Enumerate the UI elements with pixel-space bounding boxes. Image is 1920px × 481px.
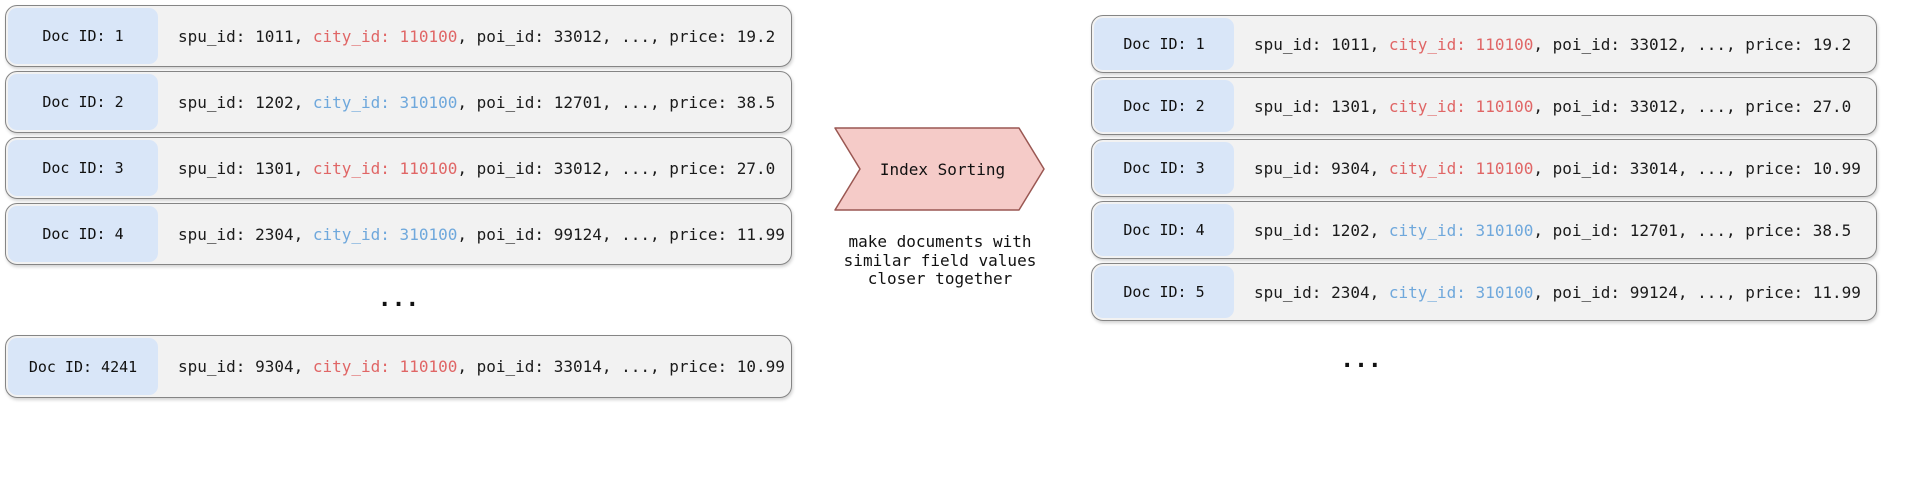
doc-fields-text: spu_id: 1301, city_id: 110100, poi_id: 3… xyxy=(178,159,775,178)
right-ellipsis: ... xyxy=(1340,347,1382,373)
doc-fields-text: spu_id: 1301, city_id: 110100, poi_id: 3… xyxy=(1254,97,1851,116)
doc-fields-text: spu_id: 2304, city_id: 310100, poi_id: 9… xyxy=(178,225,785,244)
index-sorting-arrow: Index Sorting xyxy=(834,127,1045,211)
doc-fields-text: spu_id: 2304, city_id: 310100, poi_id: 9… xyxy=(1254,283,1861,302)
doc-fields-post: , poi_id: 33012, ..., price: 19.2 xyxy=(1533,34,1852,54)
arrow-shape-icon xyxy=(834,127,1045,211)
doc-city-id-value: city_id: 310100 xyxy=(1388,220,1534,240)
doc-fields-pre: spu_id: 1011, xyxy=(1254,34,1389,54)
doc-fields-text: spu_id: 1202, city_id: 310100, poi_id: 1… xyxy=(1254,221,1851,240)
doc-fields-text: spu_id: 1202, city_id: 310100, poi_id: 1… xyxy=(178,93,775,112)
doc-fields-pre: spu_id: 1301, xyxy=(1254,96,1389,116)
document-row: Doc ID: 3 spu_id: 9304, city_id: 110100,… xyxy=(1091,139,1877,197)
document-row: Doc ID: 4 spu_id: 1202, city_id: 310100,… xyxy=(1091,201,1877,259)
document-row: Doc ID: 1 spu_id: 1011, city_id: 110100,… xyxy=(1091,15,1877,73)
doc-fields-post: , poi_id: 12701, ..., price: 38.5 xyxy=(457,92,776,112)
doc-fields-pre: spu_id: 1202, xyxy=(1254,220,1389,240)
doc-city-id-value: city_id: 310100 xyxy=(312,92,458,112)
document-row: Doc ID: 5 spu_id: 2304, city_id: 310100,… xyxy=(1091,263,1877,321)
doc-fields-pre: spu_id: 1301, xyxy=(178,158,313,178)
doc-fields-pre: spu_id: 9304, xyxy=(178,357,313,376)
doc-fields-post: , poi_id: 33012, ..., price: 27.0 xyxy=(457,158,776,178)
unsorted-documents-panel-bottom: Doc ID: 4241 spu_id: 9304, city_id: 1101… xyxy=(5,335,792,398)
doc-fields-post: , poi_id: 99124, ..., price: 11.99 xyxy=(457,224,785,244)
doc-fields-text: spu_id: 1011, city_id: 110100, poi_id: 3… xyxy=(1254,35,1851,54)
doc-city-id-value: city_id: 110100 xyxy=(312,26,458,46)
doc-fields-pre: spu_id: 2304, xyxy=(1254,282,1389,302)
doc-id-badge: Doc ID: 3 xyxy=(1094,142,1234,194)
doc-fields-pre: spu_id: 9304, xyxy=(1254,158,1389,178)
document-row: Doc ID: 1 spu_id: 1011, city_id: 110100,… xyxy=(5,5,792,67)
left-ellipsis: ... xyxy=(377,286,420,312)
document-row: Doc ID: 2 spu_id: 1202, city_id: 310100,… xyxy=(5,71,792,133)
doc-id-badge: Doc ID: 2 xyxy=(8,74,158,130)
doc-id-badge: Doc ID: 5 xyxy=(1094,266,1234,318)
document-row: Doc ID: 4 spu_id: 2304, city_id: 310100,… xyxy=(5,203,792,265)
sorted-documents-panel: Doc ID: 1 spu_id: 1011, city_id: 110100,… xyxy=(1091,15,1877,321)
arrow-caption: make documents with similar field values… xyxy=(843,232,1037,288)
doc-city-id-value: city_id: 310100 xyxy=(312,224,458,244)
doc-id-badge: Doc ID: 3 xyxy=(8,140,158,196)
document-row: Doc ID: 4241 spu_id: 9304, city_id: 1101… xyxy=(5,335,792,398)
doc-fields-pre: spu_id: 1011, xyxy=(178,26,313,46)
arrow-label: Index Sorting xyxy=(879,159,1006,179)
doc-fields-text: spu_id: 9304, city_id: 110100, poi_id: 3… xyxy=(178,357,785,376)
doc-city-id-value: city_id: 110100 xyxy=(312,158,458,178)
doc-fields-post: , poi_id: 33012, ..., price: 19.2 xyxy=(457,26,776,46)
doc-city-id-value: city_id: 310100 xyxy=(1388,282,1534,302)
doc-fields-post: , poi_id: 33014, ..., price: 10.99 xyxy=(457,357,785,376)
doc-city-id-value: city_id: 110100 xyxy=(1388,158,1534,178)
document-row: Doc ID: 3 spu_id: 1301, city_id: 110100,… xyxy=(5,137,792,199)
doc-fields-pre: spu_id: 2304, xyxy=(178,224,313,244)
doc-fields-text: spu_id: 9304, city_id: 110100, poi_id: 3… xyxy=(1254,159,1861,178)
doc-id-badge: Doc ID: 2 xyxy=(1094,80,1234,132)
doc-city-id-value: city_id: 110100 xyxy=(1388,34,1534,54)
document-row: Doc ID: 2 spu_id: 1301, city_id: 110100,… xyxy=(1091,77,1877,135)
doc-id-badge: Doc ID: 1 xyxy=(1094,18,1234,70)
doc-fields-pre: spu_id: 1202, xyxy=(178,92,313,112)
unsorted-documents-panel: Doc ID: 1 spu_id: 1011, city_id: 110100,… xyxy=(5,5,792,265)
doc-fields-post: , poi_id: 99124, ..., price: 11.99 xyxy=(1533,282,1861,302)
doc-city-id-value: city_id: 110100 xyxy=(1388,96,1534,116)
doc-id-badge: Doc ID: 4 xyxy=(8,206,158,262)
doc-city-id-value: city_id: 110100 xyxy=(312,357,458,376)
doc-fields-post: , poi_id: 33012, ..., price: 27.0 xyxy=(1533,96,1852,116)
doc-id-badge: Doc ID: 4241 xyxy=(8,338,158,395)
doc-fields-post: , poi_id: 12701, ..., price: 38.5 xyxy=(1533,220,1852,240)
doc-id-badge: Doc ID: 1 xyxy=(8,8,158,64)
doc-fields-post: , poi_id: 33014, ..., price: 10.99 xyxy=(1533,158,1861,178)
doc-fields-text: spu_id: 1011, city_id: 110100, poi_id: 3… xyxy=(178,27,775,46)
doc-id-badge: Doc ID: 4 xyxy=(1094,204,1234,256)
